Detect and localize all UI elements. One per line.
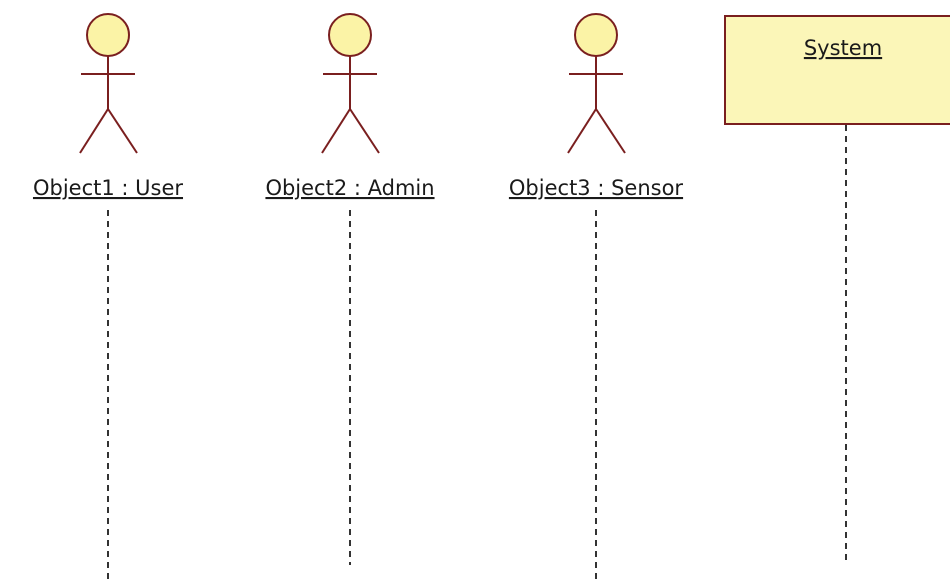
actor-admin-icon bbox=[321, 13, 380, 154]
system-object-box bbox=[724, 15, 950, 125]
actor-admin-label: Object2 : Admin bbox=[265, 176, 434, 200]
lifeline-sensor[interactable]: Object3 : Sensor bbox=[509, 13, 684, 580]
lifeline-system[interactable]: System bbox=[724, 15, 950, 565]
lifeline-user[interactable]: Object1 : User bbox=[33, 13, 183, 580]
system-object-label: System bbox=[804, 36, 882, 60]
actor-user-label: Object1 : User bbox=[33, 176, 183, 200]
actor-user-icon bbox=[79, 13, 138, 154]
actor-sensor-label: Object3 : Sensor bbox=[509, 176, 684, 200]
lifeline-admin[interactable]: Object2 : Admin bbox=[265, 13, 435, 565]
actor-sensor-icon bbox=[567, 13, 626, 154]
